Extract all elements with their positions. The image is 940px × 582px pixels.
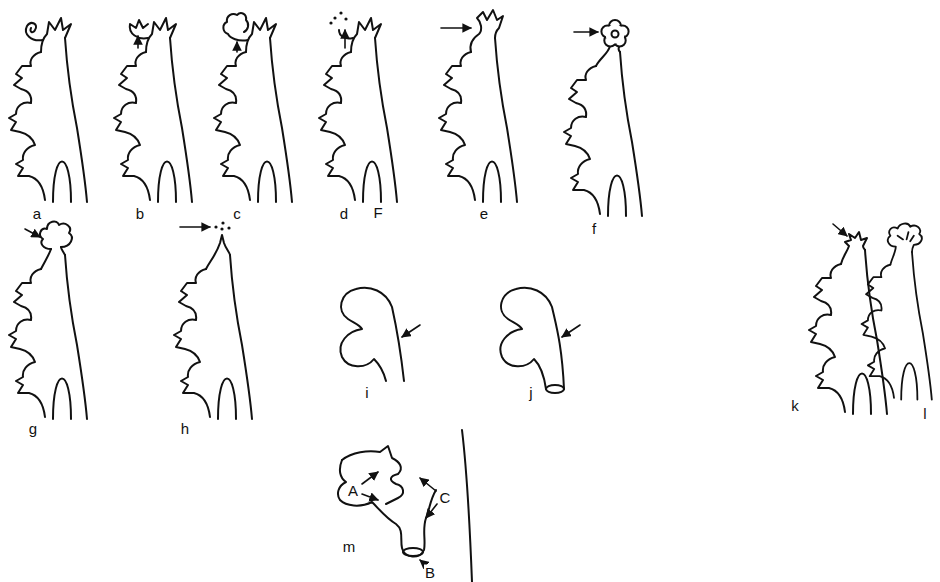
pelvis-figure bbox=[340, 288, 420, 381]
pelvis-outline bbox=[340, 288, 404, 381]
calyx-crown bbox=[246, 18, 276, 52]
fragment-dot bbox=[329, 21, 332, 24]
arrow bbox=[562, 325, 580, 337]
fragment-dot bbox=[221, 221, 224, 224]
fragment-dot bbox=[214, 225, 217, 228]
figure-letter: b bbox=[135, 206, 145, 221]
pelvis-figure bbox=[9, 222, 87, 419]
outline-line bbox=[462, 430, 472, 582]
pelvis-outline bbox=[319, 38, 397, 202]
arrow bbox=[441, 27, 471, 29]
figure-letter: m bbox=[342, 539, 357, 554]
arrow bbox=[426, 504, 437, 518]
figure-letter: B bbox=[424, 564, 436, 579]
fragment-dot bbox=[227, 226, 230, 229]
calyx-outline bbox=[338, 460, 436, 557]
pelvis-outline bbox=[9, 38, 87, 202]
calyx-cup bbox=[339, 30, 353, 39]
figure-letter: i bbox=[364, 385, 369, 400]
fragment-dot bbox=[339, 11, 342, 14]
arrow bbox=[137, 36, 139, 48]
calyx-cauliflower bbox=[223, 13, 248, 40]
pelvis-outline bbox=[862, 252, 932, 400]
pelvis-outline bbox=[214, 38, 292, 202]
ureter-end bbox=[546, 385, 564, 393]
calyx-crown bbox=[841, 232, 867, 264]
arrow bbox=[362, 472, 378, 484]
figure-letter: f bbox=[591, 221, 597, 236]
calyx-crown bbox=[351, 18, 381, 52]
pelvis-outline bbox=[564, 52, 642, 216]
figure-letter: h bbox=[180, 421, 190, 436]
pelvis-figure bbox=[174, 221, 252, 419]
arrow bbox=[402, 325, 420, 337]
pelvis-figure bbox=[500, 288, 580, 393]
figure-letter: c bbox=[232, 206, 242, 221]
fragment-dot bbox=[333, 16, 336, 19]
figure-letter: F bbox=[372, 205, 383, 220]
calyx-cauliflower bbox=[40, 222, 72, 249]
arrow bbox=[420, 478, 436, 491]
calyx-neck bbox=[596, 45, 620, 66]
arrow bbox=[25, 229, 40, 237]
pelvis-figure bbox=[439, 10, 517, 202]
arrow bbox=[833, 224, 847, 236]
pelvis-figure bbox=[9, 18, 87, 202]
calyx-neck bbox=[470, 10, 503, 52]
calyx-neck bbox=[41, 247, 65, 269]
calyx-crown bbox=[146, 18, 176, 52]
calyx-loop bbox=[26, 23, 43, 40]
calyx-cup bbox=[130, 20, 148, 38]
calyx-neck bbox=[206, 235, 230, 269]
figure-letter: a bbox=[32, 206, 42, 221]
ureter-end bbox=[403, 548, 423, 556]
calyx-crown bbox=[41, 18, 71, 52]
figure-letter: A bbox=[347, 483, 359, 498]
arrow bbox=[180, 226, 210, 228]
pelvis-figure bbox=[862, 224, 932, 400]
pelvis-figure bbox=[564, 20, 642, 216]
pelvis-outline bbox=[500, 288, 564, 389]
figure-letter: g bbox=[28, 421, 38, 436]
pelvis-figure bbox=[114, 18, 192, 202]
pelvis-outline bbox=[174, 255, 252, 419]
fragment-dot bbox=[344, 17, 347, 20]
figure-letter: j bbox=[528, 385, 533, 400]
figure-letter: e bbox=[479, 206, 489, 221]
figure-letter: C bbox=[439, 490, 452, 505]
arrow bbox=[362, 494, 378, 500]
pelvis-figure bbox=[319, 11, 397, 202]
calyx-outline bbox=[342, 446, 403, 504]
pelvis-figure bbox=[214, 13, 292, 202]
arrow bbox=[236, 42, 238, 52]
pelvis-outline bbox=[114, 38, 192, 202]
arrow bbox=[574, 31, 598, 33]
figure-letter: l bbox=[922, 406, 927, 421]
arrow bbox=[344, 30, 346, 48]
calyx-cauliflower bbox=[888, 224, 922, 265]
pelvis-figure bbox=[338, 430, 472, 582]
flower-center bbox=[605, 24, 624, 43]
pelvis-outline bbox=[439, 38, 517, 202]
pelvis-outline bbox=[9, 255, 87, 419]
figure-letter: d bbox=[339, 206, 349, 221]
flower-ring bbox=[612, 31, 619, 38]
fragment-dot bbox=[220, 227, 223, 230]
figure-letter: k bbox=[790, 398, 800, 413]
pelvis-outline bbox=[809, 250, 887, 414]
pelvis-figure bbox=[809, 224, 887, 414]
